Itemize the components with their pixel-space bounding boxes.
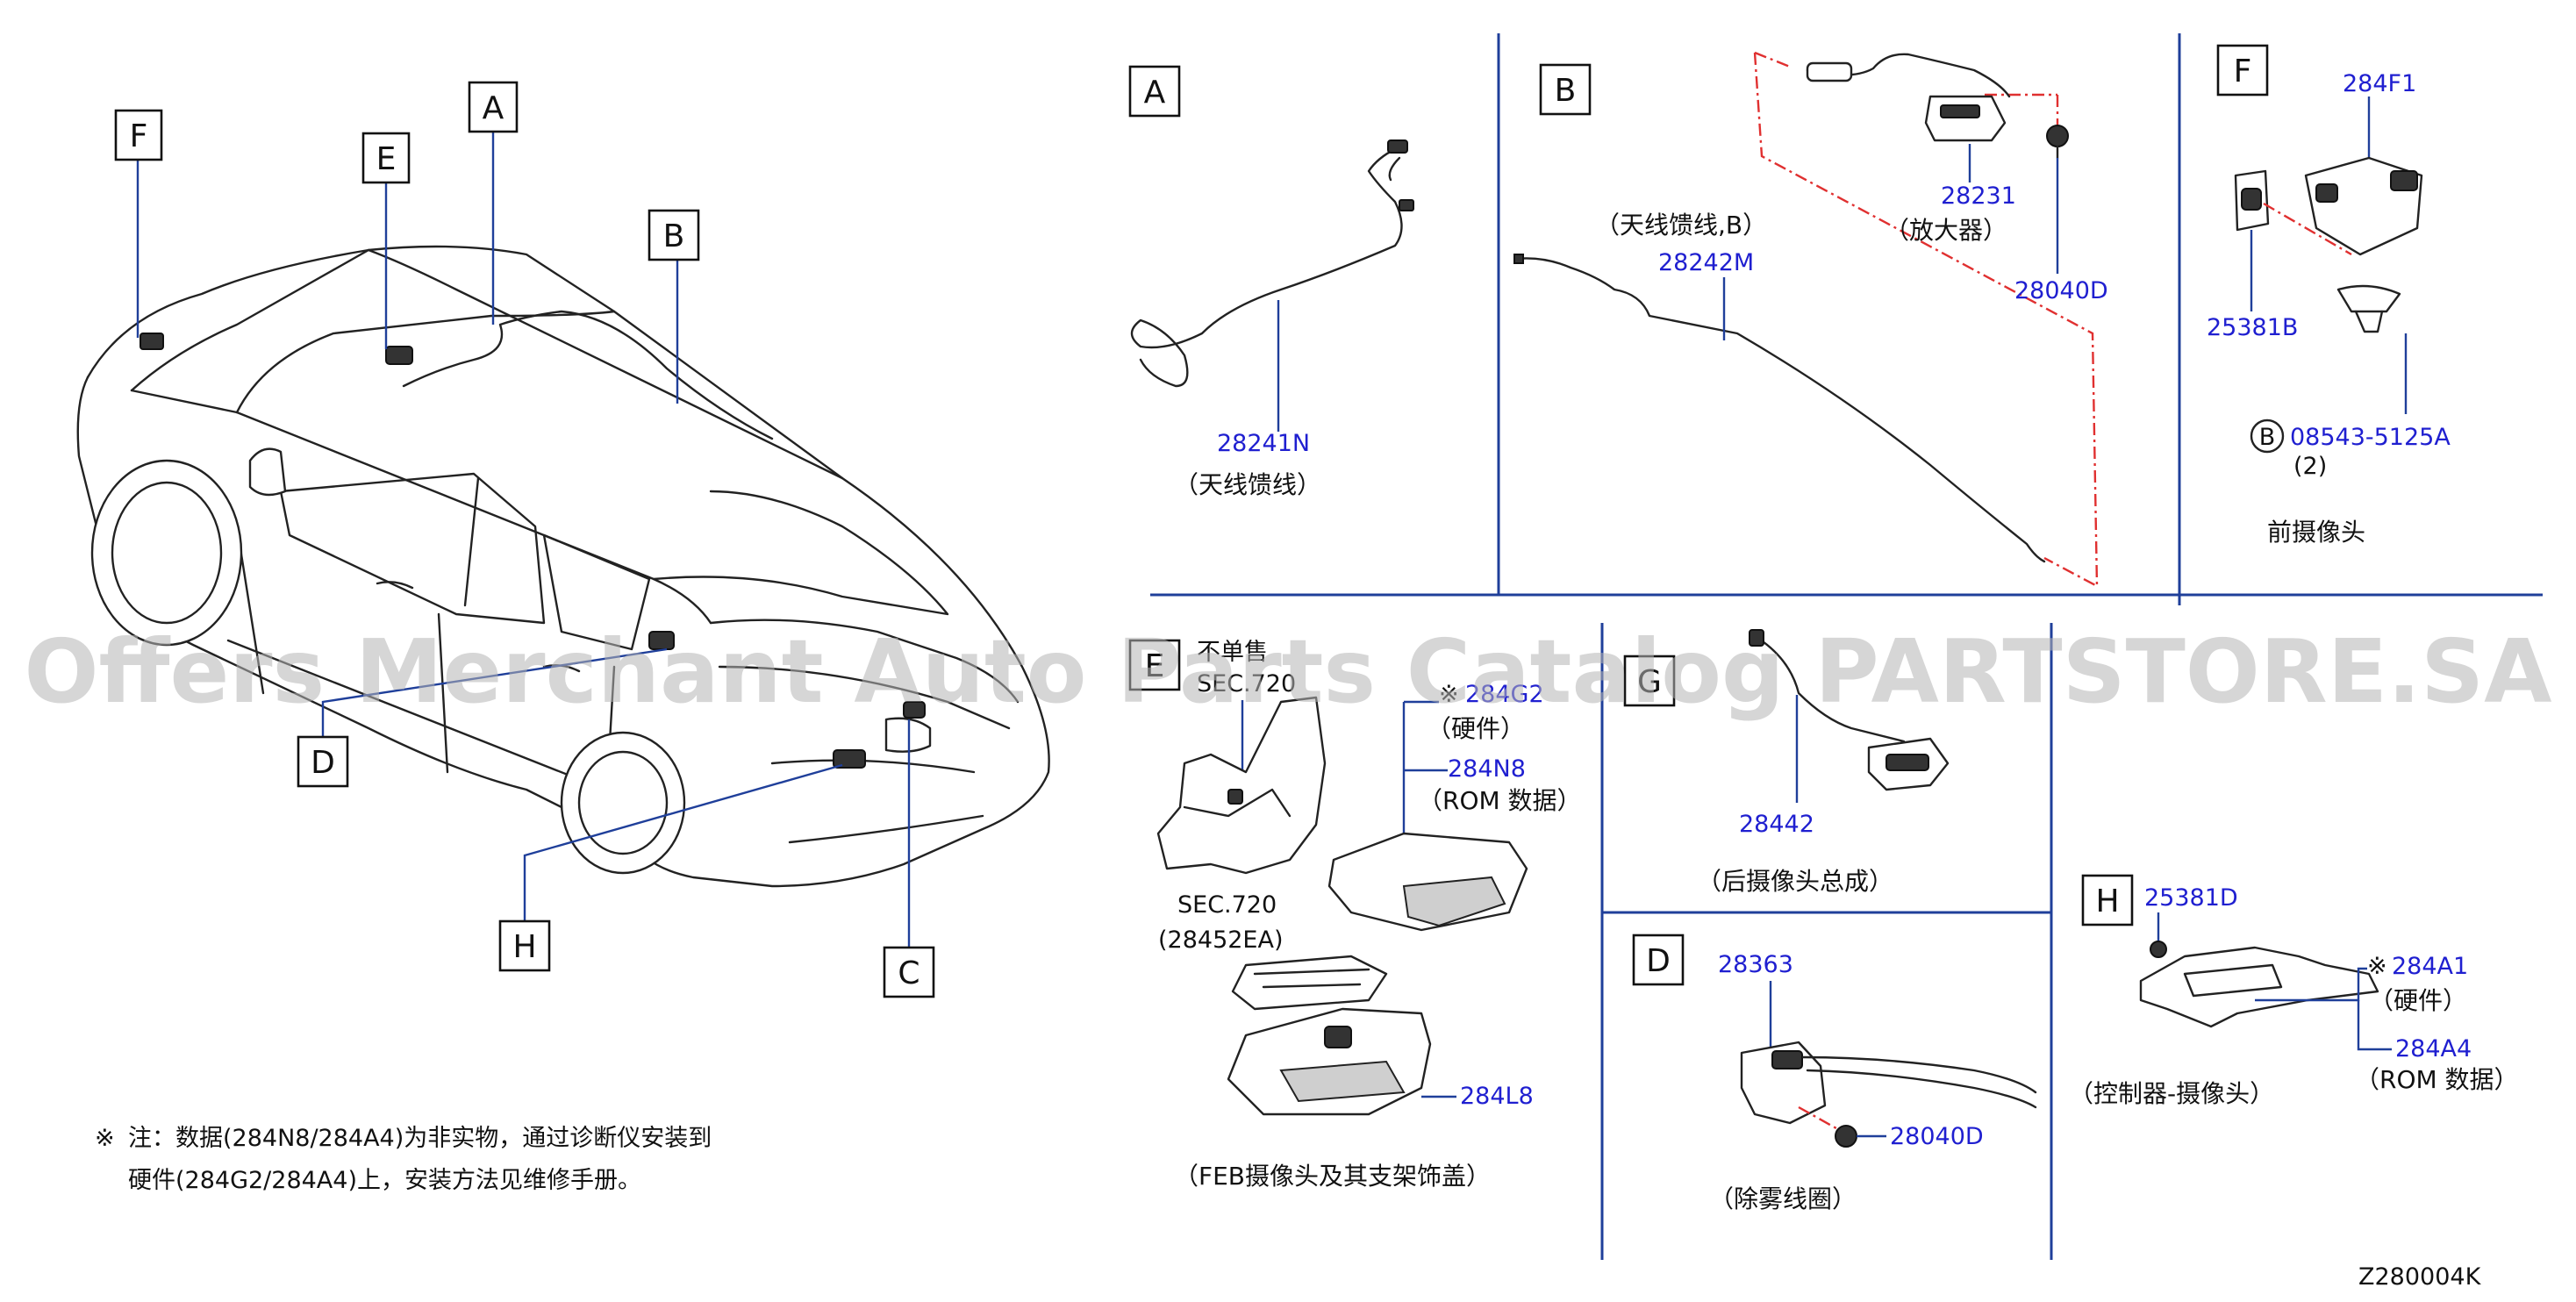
sec-720-top: SEC.720	[1197, 670, 1296, 698]
part-284l8: 284L8	[1460, 1083, 1534, 1110]
part-284n8: 284N8	[1448, 755, 1526, 783]
caption-defogger-coil: （除雾线圈）	[1709, 1184, 1857, 1213]
sec-28452ea: (28452EA)	[1158, 926, 1284, 954]
caption-rom-data-e: （ROM 数据）	[1418, 786, 1582, 815]
svg-text:A: A	[483, 90, 504, 126]
panel-g: G 28442 （后摄像头总成）	[1623, 629, 1950, 896]
caption-hardware-e: （硬件）	[1427, 714, 1525, 743]
car-illustration	[76, 245, 1050, 888]
part-28242m: 28242M	[1658, 249, 1754, 276]
mark-284g2: ※	[1439, 681, 1459, 708]
panel-separators	[1150, 33, 2543, 1260]
part-284a4: 284A4	[2395, 1035, 2472, 1062]
svg-text:E: E	[1145, 648, 1165, 684]
callout-c: C	[883, 946, 935, 998]
footnote-mark: ※	[95, 1125, 115, 1152]
svg-text:A: A	[1144, 75, 1166, 111]
caption-controller-camera: （控制器-摄像头）	[2069, 1079, 2274, 1108]
part-25381d: 25381D	[2144, 884, 2238, 912]
mark-284a1: ※	[2367, 953, 2387, 980]
panel-b: B 28231 （放大器） 28040D （天线馈线,B） 28242M	[1513, 51, 2108, 589]
footnote-line-1: 注：数据(284N8/284A4)为非实物，通过诊断仪安装到	[128, 1125, 712, 1152]
part-28231: 28231	[1941, 182, 2016, 210]
svg-text:B: B	[1555, 73, 1577, 109]
caption-antenna-feeder: （天线馈线）	[1174, 470, 1321, 499]
caption-antenna-feeder-b: （天线馈线,B）	[1595, 211, 1767, 240]
part-08543-5125a: 08543-5125A	[2290, 424, 2451, 451]
caption-feb-camera: （FEB摄像头及其支架饰盖）	[1174, 1162, 1491, 1191]
part-28442: 28442	[1739, 811, 1814, 838]
panel-f: F 284F1 25381B B 08543-5125A (2) 前摄像头	[2207, 44, 2451, 547]
part-25381b: 25381B	[2207, 314, 2298, 341]
svg-text:G: G	[1637, 664, 1662, 700]
part-284f1: 284F1	[2343, 70, 2416, 97]
car-callout-leaders	[136, 132, 911, 948]
part-28241n: 28241N	[1217, 430, 1310, 457]
svg-text:C: C	[898, 955, 919, 991]
svg-text:H: H	[2095, 884, 2119, 919]
svg-text:D: D	[311, 745, 335, 781]
svg-text:F: F	[130, 118, 148, 154]
caption-front-camera: 前摄像头	[2267, 518, 2365, 547]
diagram-code: Z280004K	[2358, 1263, 2482, 1291]
panel-h: H 25381D ※ 284A1 （硬件） 284A4 （ROM 数据） （控制…	[2069, 874, 2519, 1108]
callout-d: D	[297, 735, 349, 788]
callout-h: H	[498, 919, 551, 972]
footnote-line-2: 硬件(284G2/284A4)上，安装方法见维修手册。	[128, 1167, 641, 1194]
panel-d: D 28363 28040D （除雾线圈）	[1632, 934, 2037, 1213]
panel-a: A 28241N （天线馈线）	[1128, 65, 1414, 499]
svg-text:F: F	[2234, 54, 2252, 89]
qty-2: (2)	[2293, 453, 2327, 480]
svg-text:H: H	[512, 929, 536, 965]
part-284a1: 284A1	[2392, 953, 2468, 980]
caption-rom-data-h: （ROM 数据）	[2355, 1065, 2519, 1094]
not-sold-separately: 不单售	[1197, 639, 1268, 666]
svg-text:E: E	[376, 141, 397, 177]
footnote: ※ 注：数据(284N8/284A4)为非实物，通过诊断仪安装到 硬件(284G…	[95, 1125, 712, 1194]
callout-e: E	[361, 132, 411, 184]
caption-amplifier: （放大器）	[1885, 216, 2007, 245]
panel-e: E 不单售 SEC.720 ※ 284G2 （硬件） 284N8 （ROM 数据…	[1128, 639, 1582, 1191]
sec-720-bottom: SEC.720	[1177, 891, 1277, 919]
circle-b-marker: B	[2259, 424, 2276, 451]
svg-text:D: D	[1646, 943, 1671, 979]
callout-f: F	[114, 109, 163, 161]
part-28363: 28363	[1718, 951, 1793, 978]
callout-a: A	[468, 81, 519, 133]
svg-text:B: B	[663, 218, 685, 254]
part-284g2: 284G2	[1465, 681, 1544, 708]
part-28040d-b: 28040D	[2014, 277, 2108, 304]
callout-b: B	[648, 209, 700, 261]
caption-rear-camera: （后摄像头总成）	[1697, 867, 1893, 896]
caption-hardware-h: （硬件）	[2369, 986, 2467, 1015]
watermark: Offers Merchant Auto Parts Catalog PARTS…	[24, 620, 2551, 723]
part-28040d-d: 28040D	[1890, 1123, 1984, 1150]
